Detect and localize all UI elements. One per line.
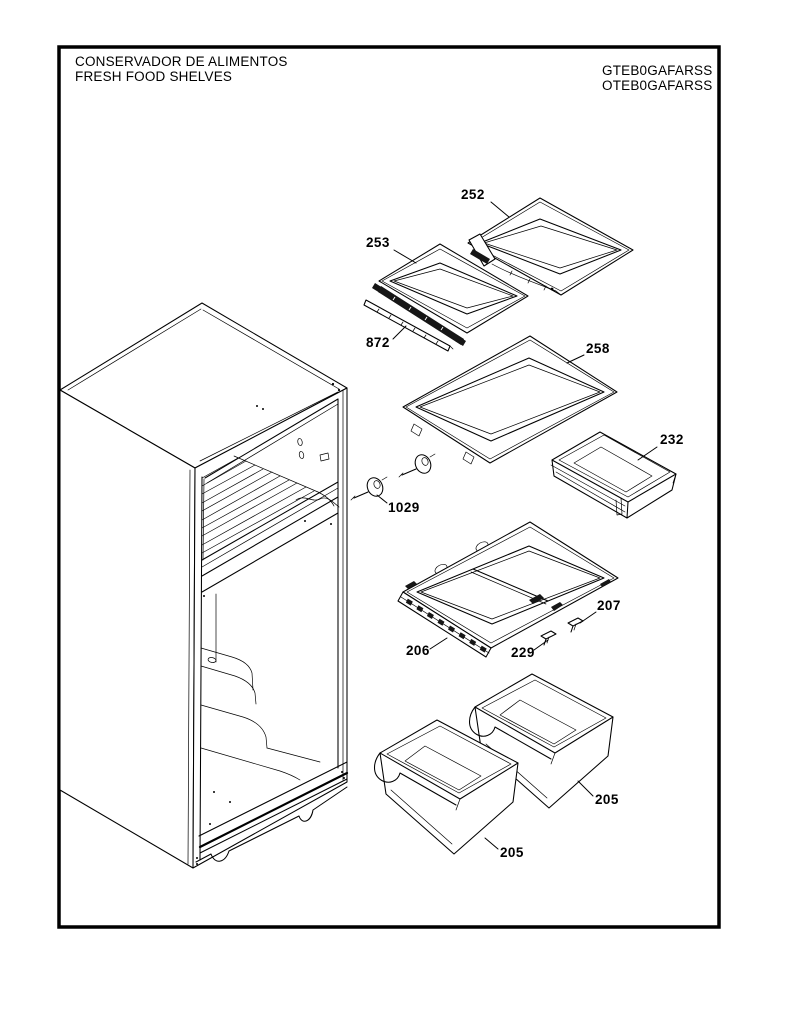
knob-1029-a [398,453,436,478]
freezer-wall-hole [297,438,303,446]
freezer-wall-hole [298,451,305,459]
clip-207-drawing [567,617,584,633]
shelf-253-rail [378,286,464,345]
part-label-205-left: 205 [500,845,524,860]
part-label-205-right: 205 [595,792,619,807]
crisper-bin-right-drawing [468,673,614,809]
part-label-258: 258 [586,341,610,356]
crisper-bin-left-drawing [373,719,519,855]
slide-rail-872-drawing [363,299,454,352]
part-labels: 252 253 872 258 232 1029 207 206 229 205… [366,187,684,860]
refrigerator-cabinet-drawing [59,302,349,869]
shelf-252-drawing [467,197,634,296]
part-label-229: 229 [511,645,535,660]
part-label-207: 207 [597,598,621,613]
part-label-253: 253 [366,235,390,250]
freezer-floor-ribs [201,457,315,554]
cabinet-side-panel [59,389,196,869]
cabinet-front-frame [192,387,348,869]
page-border [57,45,721,929]
part-label-1029: 1029 [388,500,420,515]
shelf-206-drawing [397,521,619,658]
header: CONSERVADOR DE ALIMENTOS FRESH FOOD SHEL… [75,54,712,93]
pan-232-drawing [550,431,677,519]
diagram-title-english: FRESH FOOD SHELVES [75,69,232,84]
cabinet-bottom-rail [195,761,349,865]
fresh-food-interior [200,593,321,825]
leader-lines [376,201,658,850]
shelf-253-drawing [372,243,529,346]
model-number-2: OTEB0GAFARSS [602,78,712,93]
knob-1029-b [350,476,388,501]
part-label-872: 872 [366,335,390,350]
part-label-232: 232 [660,432,684,447]
part-label-206: 206 [406,643,430,658]
part-label-252: 252 [461,187,485,202]
compartment-divider [201,481,339,593]
model-number-1: GTEB0GAFARSS [602,63,712,78]
shelf-258-drawing [402,335,618,465]
diagram-title-spanish: CONSERVADOR DE ALIMENTOS [75,54,288,69]
